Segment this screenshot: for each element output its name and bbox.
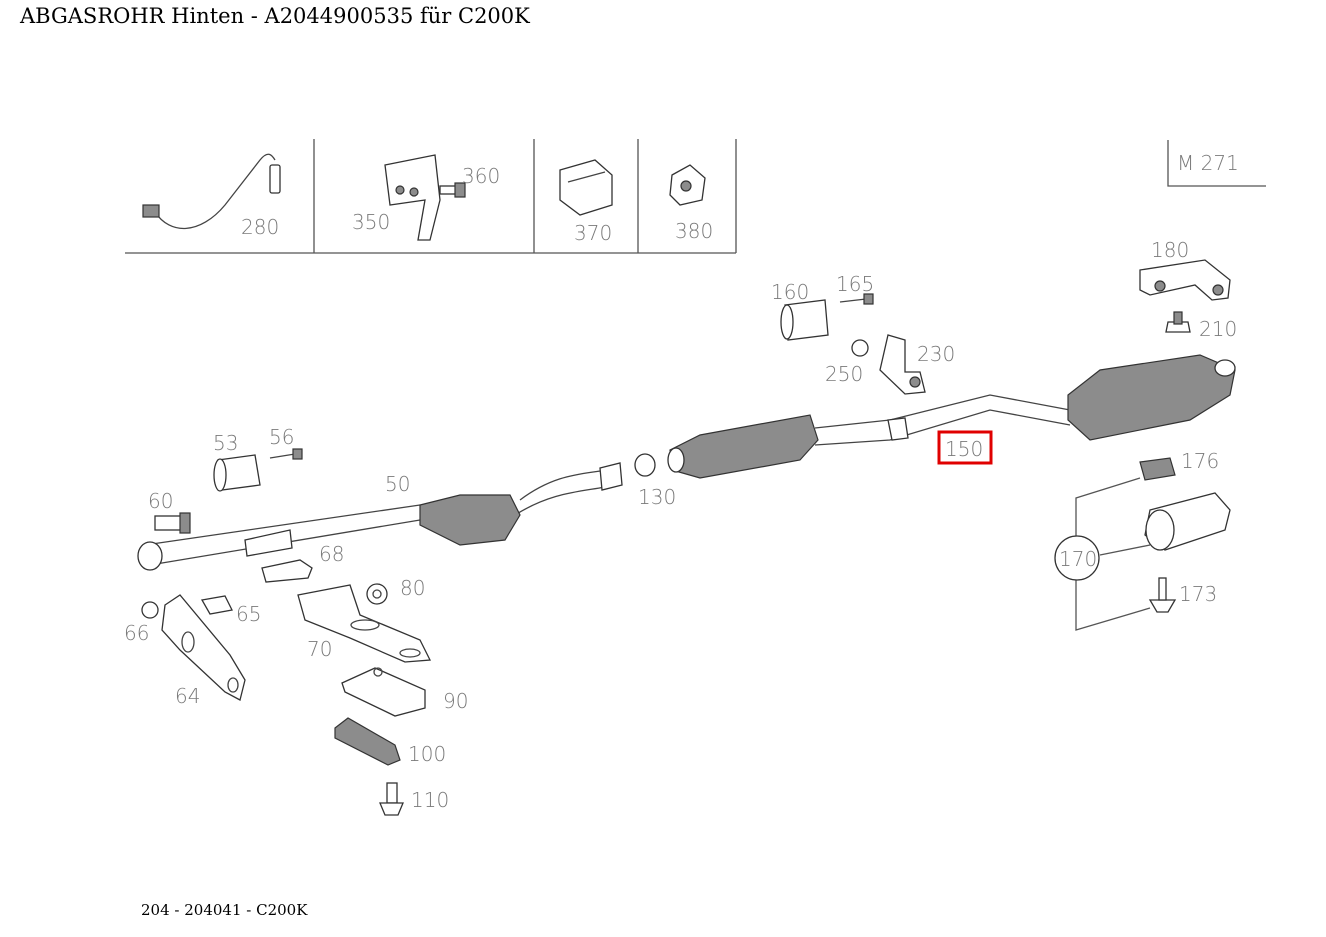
part-173-screw[interactable]: [1148, 577, 1177, 613]
part-110-bolt[interactable]: [379, 782, 404, 816]
callout-100[interactable]: 100: [408, 742, 446, 766]
exhaust-pipe-main: [144, 394, 1071, 566]
callout-60[interactable]: 60: [148, 489, 173, 513]
callout-53[interactable]: 53: [213, 431, 238, 455]
part-60-bolt[interactable]: [154, 512, 191, 534]
part-65-clip[interactable]: [200, 595, 233, 615]
callout-173[interactable]: 173: [1179, 582, 1217, 606]
part-180-bracket[interactable]: [1139, 259, 1231, 301]
callout-90[interactable]: 90: [443, 689, 468, 713]
callout-110[interactable]: 110: [411, 788, 449, 812]
middle-silencer[interactable]: [667, 414, 819, 479]
accessory-table: [125, 139, 737, 254]
callout-380[interactable]: 380: [675, 219, 713, 243]
part-170-group: [1054, 477, 1151, 631]
engine-badge: M 271: [1167, 140, 1266, 187]
part-370-clamp[interactable]: [559, 159, 613, 216]
part-165-bolt[interactable]: [839, 293, 874, 305]
callout-50[interactable]: 50: [385, 472, 410, 496]
callout-370[interactable]: 370: [574, 221, 612, 245]
part-176-clip[interactable]: [1139, 457, 1176, 481]
rear-muffler[interactable]: [1067, 354, 1236, 441]
callout-350[interactable]: 350: [352, 210, 390, 234]
front-pipe-clip[interactable]: [244, 529, 293, 557]
part-56-bolt[interactable]: [269, 448, 303, 460]
part-53-rubber-mount[interactable]: [213, 454, 261, 492]
engine-badge-text: M 271: [1177, 151, 1239, 175]
callout-170[interactable]: 170: [1059, 547, 1097, 571]
footer-model-code: 204 - 204041 - C200K: [141, 901, 308, 919]
callout-150: 150: [945, 437, 983, 461]
callout-165[interactable]: 165: [836, 272, 874, 296]
callout-230[interactable]: 230: [917, 342, 955, 366]
callout-280[interactable]: 280: [241, 215, 279, 239]
part-150-pipe-clamp[interactable]: [887, 417, 909, 441]
part-250-nut[interactable]: [851, 339, 869, 357]
callout-360[interactable]: 360: [462, 164, 500, 188]
callout-68[interactable]: 68: [319, 542, 344, 566]
part-100-mount[interactable]: [334, 717, 401, 766]
callout-176[interactable]: 176: [1181, 449, 1219, 473]
part-230-hanger[interactable]: [879, 334, 926, 395]
part-280-oxygen-sensor[interactable]: [142, 153, 281, 230]
tail-pipe-trim[interactable]: [1144, 492, 1231, 551]
part-70-bracket[interactable]: [297, 584, 432, 663]
part-66-nut[interactable]: [141, 601, 159, 619]
part-360-bolt[interactable]: [439, 182, 466, 198]
part-380-hanger[interactable]: [669, 164, 706, 206]
part-80-nut[interactable]: [366, 583, 388, 605]
catalytic-converter-front[interactable]: [419, 494, 521, 546]
callout-210[interactable]: 210: [1199, 317, 1237, 341]
callout-250[interactable]: 250: [825, 362, 863, 386]
callout-56[interactable]: 56: [269, 425, 294, 449]
page-title: ABGASROHR Hinten - A2044900535 für C200K: [20, 4, 530, 28]
pipe-flange-front[interactable]: [137, 541, 163, 571]
callout-65[interactable]: 65: [236, 602, 261, 626]
callout-150-highlight[interactable]: 150: [937, 430, 993, 465]
part-90-plate[interactable]: [341, 667, 426, 717]
callout-130[interactable]: 130: [638, 485, 676, 509]
part-210-bolt[interactable]: [1165, 311, 1191, 333]
callout-180[interactable]: 180: [1151, 238, 1189, 262]
flex-joint[interactable]: [599, 462, 623, 491]
callout-66[interactable]: 66: [124, 621, 149, 645]
part-160-rubber-mount[interactable]: [780, 299, 829, 341]
callout-80[interactable]: 80: [400, 576, 425, 600]
callout-70[interactable]: 70: [307, 637, 332, 661]
part-350-bracket[interactable]: [384, 154, 441, 241]
part-130-clamp-ring[interactable]: [634, 453, 656, 477]
callout-160[interactable]: 160: [771, 280, 809, 304]
callout-64[interactable]: 64: [175, 684, 200, 708]
part-64-heat-shield[interactable]: [161, 594, 246, 701]
part-68-clip[interactable]: [261, 559, 313, 583]
